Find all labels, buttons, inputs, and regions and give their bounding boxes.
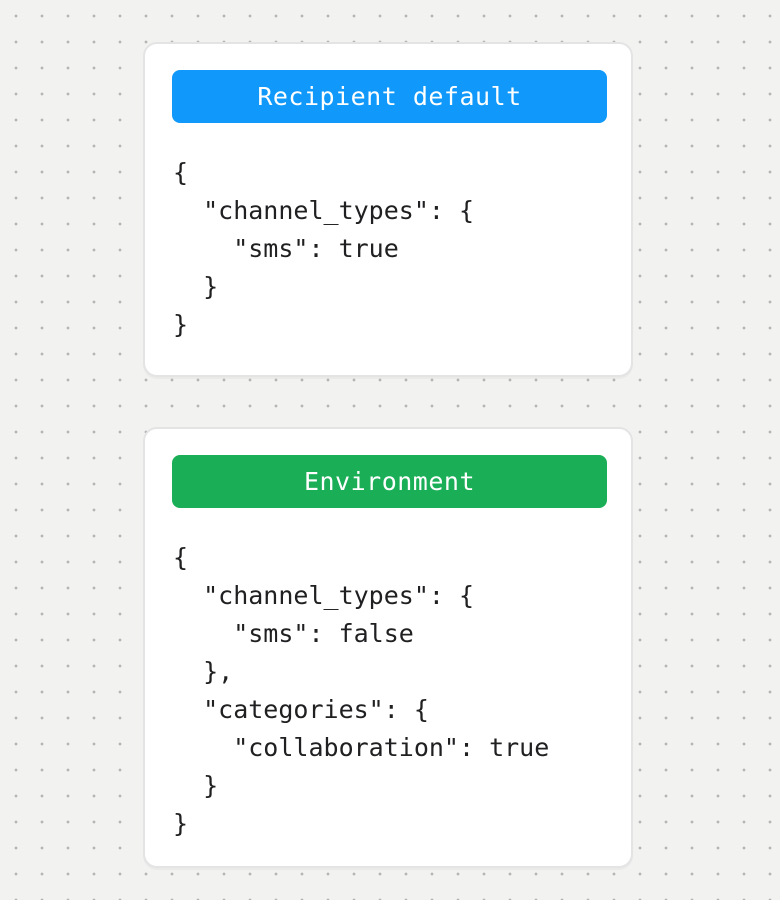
recipient-default-badge: Recipient default <box>172 70 607 123</box>
recipient-default-json-code: { "channel_types": { "sms": true } } <box>173 158 475 339</box>
card-environment: Environment { "channel_types": { "sms": … <box>143 427 633 868</box>
recipient-default-badge-label: Recipient default <box>257 82 522 111</box>
environment-badge-label: Environment <box>303 467 476 496</box>
environment-json-code: { "channel_types": { "sms": false }, "ca… <box>173 543 550 838</box>
card-recipient-default: Recipient default { "channel_types": { "… <box>143 42 633 377</box>
environment-badge: Environment <box>172 455 607 508</box>
